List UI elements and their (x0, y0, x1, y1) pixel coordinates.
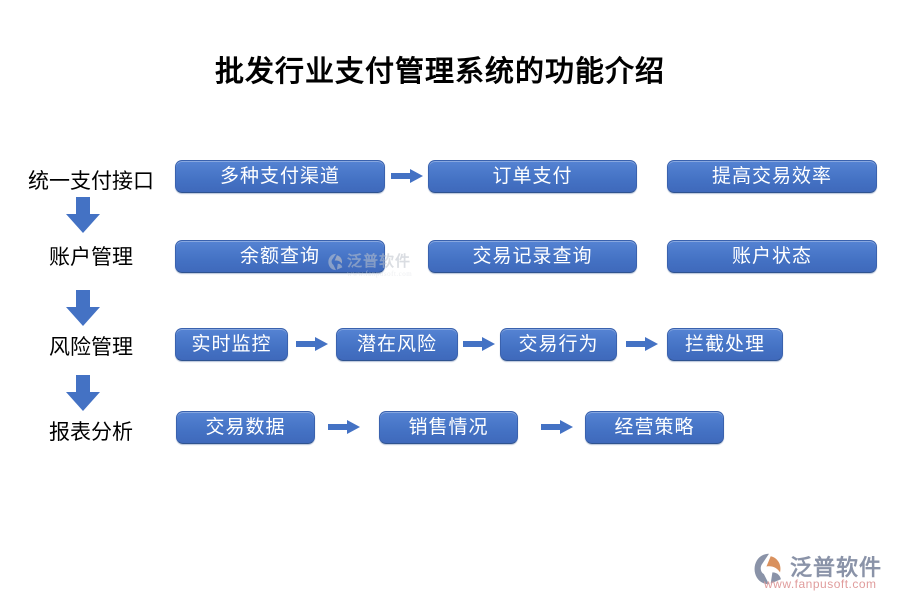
node-multi-payment-channels: 多种支付渠道 (175, 160, 385, 193)
brand-name: 泛普软件 (790, 555, 883, 580)
node-intercept-handling: 拦截处理 (667, 328, 783, 361)
fanpu-logo-icon (754, 553, 781, 585)
down-arrow-icon (66, 290, 100, 326)
right-arrow-icon (391, 169, 423, 183)
node-transaction-record-query: 交易记录查询 (428, 240, 637, 273)
down-arrow-icon (66, 197, 100, 233)
right-arrow-icon (463, 337, 495, 351)
node-transaction-behavior: 交易行为 (500, 328, 617, 361)
brand-url: www.fanpusoft.com (764, 577, 877, 591)
right-arrow-icon (296, 337, 328, 351)
down-arrow-icon (66, 375, 100, 411)
footer-brand-block: 泛普软件 www.fanpusoft.com (748, 548, 893, 594)
stage-label-account-management: 账户管理 (49, 245, 133, 269)
node-realtime-monitoring: 实时监控 (175, 328, 288, 361)
node-business-strategy: 经营策略 (585, 411, 724, 444)
right-arrow-icon (328, 420, 360, 434)
stage-label-risk-management: 风险管理 (49, 335, 133, 359)
stage-label-unified-payment-interface: 统一支付接口 (28, 169, 154, 193)
node-order-payment: 订单支付 (428, 160, 637, 193)
node-potential-risk: 潜在风险 (336, 328, 458, 361)
node-sales-situation: 销售情况 (379, 411, 518, 444)
stage-label-report-analysis: 报表分析 (49, 420, 133, 444)
node-improve-transaction-efficiency: 提高交易效率 (667, 160, 877, 193)
node-transaction-data: 交易数据 (176, 411, 315, 444)
node-balance-query: 余额查询 (175, 240, 385, 273)
right-arrow-icon (541, 420, 573, 434)
node-account-status: 账户状态 (667, 240, 877, 273)
page-title: 批发行业支付管理系统的功能介绍 (214, 56, 665, 88)
right-arrow-icon (626, 337, 658, 351)
